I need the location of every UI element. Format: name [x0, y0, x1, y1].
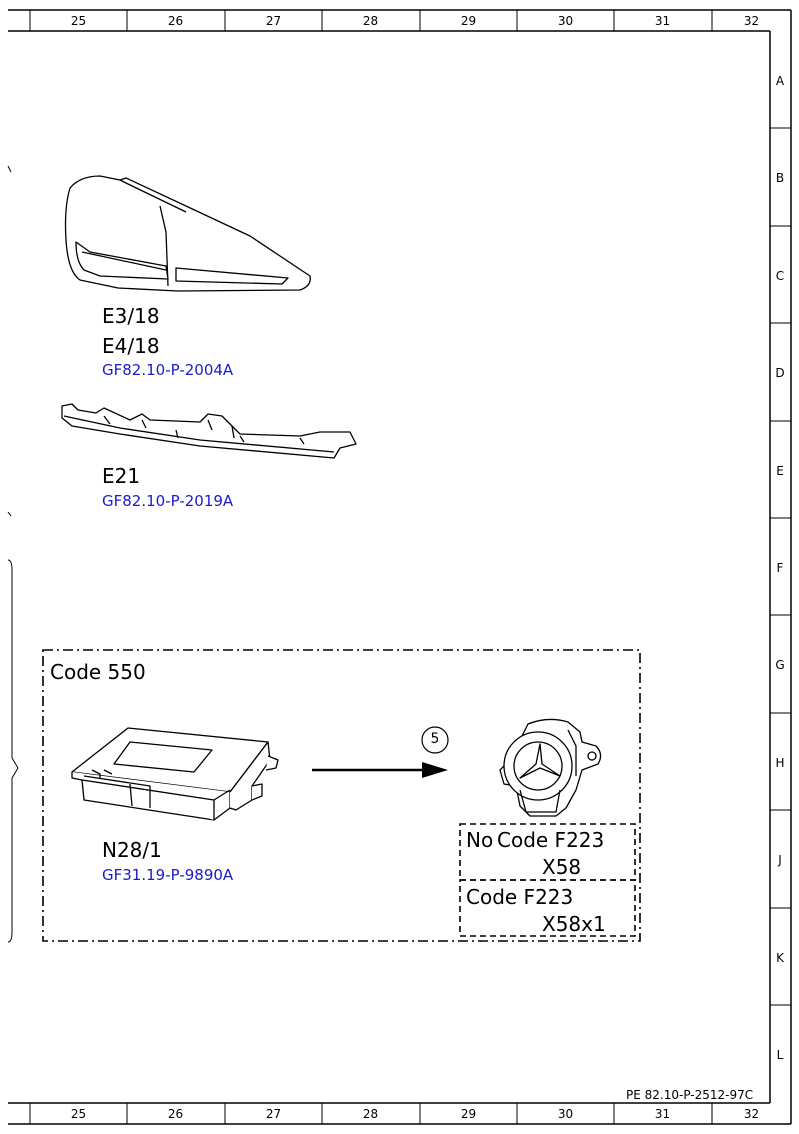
col-31-top: 31: [654, 14, 671, 28]
no-code-code-label: Code F223: [497, 828, 605, 852]
code-550-label: Code 550: [50, 660, 146, 684]
connector-drawing: [499, 718, 602, 817]
connection-arrow: [312, 762, 448, 778]
col-29-top: 29: [460, 14, 477, 28]
control-unit-drawing: [71, 727, 279, 821]
col-27-top: 27: [265, 14, 282, 28]
col-29-bottom: 29: [460, 1107, 477, 1121]
col-31-bottom: 31: [654, 1107, 671, 1121]
e21-doc-link[interactable]: GF82.10-P-2019A: [102, 492, 234, 510]
col-30-bottom: 30: [557, 1107, 574, 1121]
row-c: C: [775, 269, 785, 283]
tail-lamp-drawing: [64, 175, 311, 292]
col-26-bottom: 26: [167, 1107, 184, 1121]
col-25-bottom: 25: [70, 1107, 87, 1121]
n28-1-label: N28/1: [102, 838, 162, 862]
col-28-top: 28: [362, 14, 379, 28]
no-code-prefix: No: [466, 828, 494, 852]
row-f: F: [776, 561, 784, 575]
row-g: G: [775, 658, 785, 672]
col-32-bottom: 32: [743, 1107, 760, 1121]
connection-number: 5: [430, 731, 440, 747]
light-strip-drawing: [61, 403, 357, 459]
code-variant-boundary: [459, 879, 636, 937]
e21-label: E21: [102, 464, 141, 488]
col-25-top: 25: [70, 14, 87, 28]
no-code-variant-boundary: [459, 823, 636, 881]
row-h: H: [775, 756, 785, 770]
code-f223-label: Code F223: [466, 885, 574, 909]
col-28-bottom: 28: [362, 1107, 379, 1121]
sheet-frame: [8, 9, 792, 1125]
row-e: E: [776, 464, 784, 478]
row-j: J: [778, 853, 782, 867]
document-number: PE 82.10-P-2512-97C: [626, 1088, 754, 1102]
row-a: A: [775, 74, 785, 88]
col-27-bottom: 27: [265, 1107, 282, 1121]
col-30-top: 30: [557, 14, 574, 28]
n28-1-doc-link[interactable]: GF31.19-P-9890A: [102, 866, 234, 884]
row-b: B: [775, 171, 785, 185]
row-l: L: [776, 1048, 784, 1062]
col-32-top: 32: [743, 14, 760, 28]
connection-number-circle: [421, 726, 449, 754]
x58-connector-label: X58: [542, 855, 582, 879]
row-k: K: [776, 951, 784, 965]
col-26-top: 26: [167, 14, 184, 28]
e4-18-doc-link[interactable]: GF82.10-P-2004A: [102, 361, 234, 379]
e4-18-label: E4/18: [102, 334, 160, 358]
row-dividers: [770, 127, 791, 1006]
x58x1-connector-label: X58x1: [542, 912, 606, 936]
column-dividers: [29, 10, 713, 1124]
row-d: D: [775, 366, 785, 380]
code-550-boundary: [42, 649, 641, 942]
left-brace: [7, 165, 19, 943]
e3-18-label: E3/18: [102, 304, 160, 328]
